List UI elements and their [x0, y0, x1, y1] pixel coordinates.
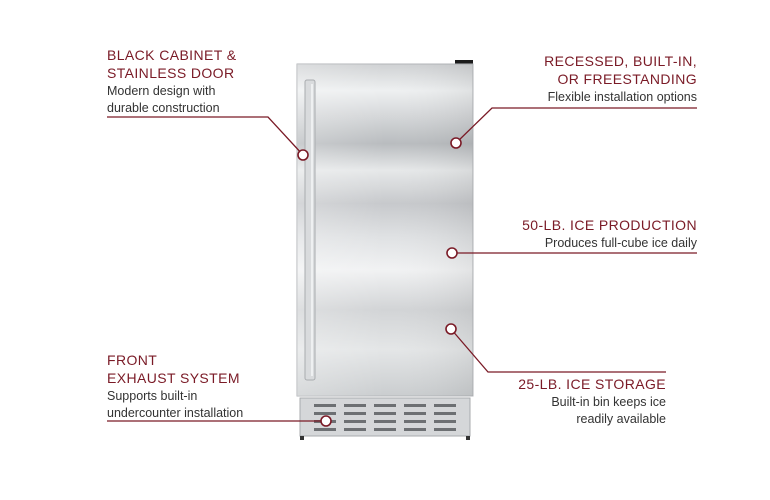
callout-description: Supports built-in undercounter installat…	[107, 389, 244, 420]
callout-install: RECESSED, BUILT-IN, OR FREESTANDING Flex…	[544, 52, 697, 106]
callout-title: RECESSED, BUILT-IN, OR FREESTANDING	[544, 53, 697, 87]
marker-storage	[445, 323, 457, 335]
marker-exhaust	[320, 415, 332, 427]
callout-production: 50-LB. ICE PRODUCTION Produces full-cube…	[522, 216, 697, 252]
callout-title: 25-LB. ICE STORAGE	[518, 376, 666, 392]
marker-production	[446, 247, 458, 259]
callout-cabinet: BLACK CABINET & STAINLESS DOOR Modern de…	[107, 46, 236, 117]
callout-exhaust: FRONT EXHAUST SYSTEM Supports built-in u…	[107, 351, 243, 422]
marker-cabinet	[297, 149, 309, 161]
marker-install	[450, 137, 462, 149]
leader-line-install	[455, 107, 697, 144]
callout-description: Flexible installation options	[547, 90, 697, 104]
callout-description: Modern design with durable construction	[107, 84, 220, 115]
callout-description: Built-in bin keeps ice readily available	[551, 395, 666, 426]
callout-title: 50-LB. ICE PRODUCTION	[522, 217, 697, 233]
callout-title: BLACK CABINET & STAINLESS DOOR	[107, 47, 237, 81]
leader-line-cabinet	[107, 116, 304, 156]
callout-description: Produces full-cube ice daily	[544, 236, 697, 250]
callout-title: FRONT EXHAUST SYSTEM	[107, 352, 240, 386]
leader-line-storage	[450, 328, 666, 373]
callout-storage: 25-LB. ICE STORAGE Built-in bin keeps ic…	[518, 375, 666, 428]
